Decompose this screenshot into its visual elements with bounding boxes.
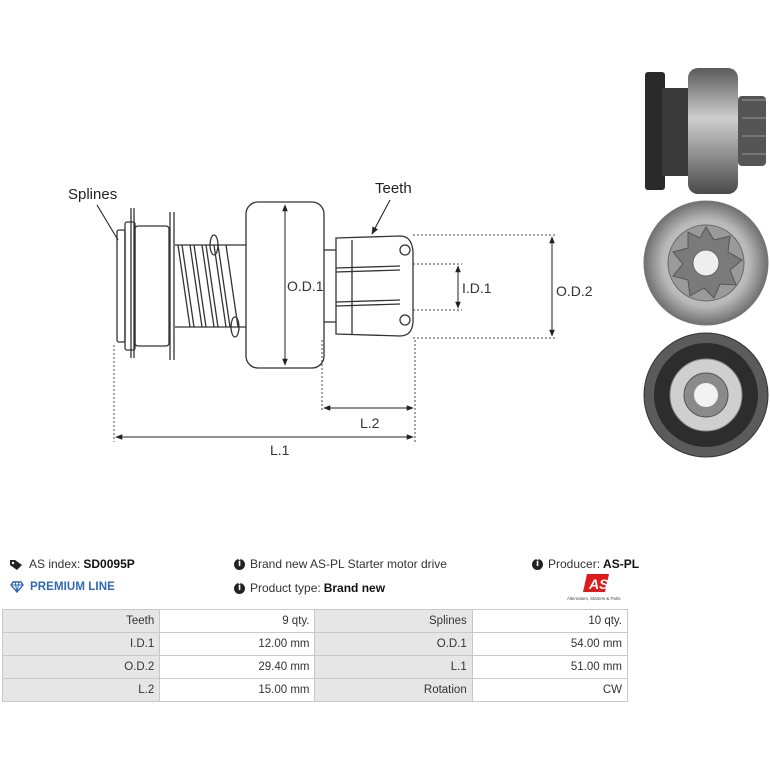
spec-key: L.1: [314, 655, 473, 679]
diamond-icon: [10, 581, 24, 593]
drive-outline: [116, 201, 414, 369]
teeth-leader: [371, 199, 391, 235]
spec-key: O.D.1: [314, 632, 473, 656]
spec-value: 51.00 mm: [471, 655, 629, 679]
photo-side-view: [645, 68, 766, 194]
spec-value: 15.00 mm: [159, 678, 316, 702]
spec-value: 54.00 mm: [471, 632, 629, 656]
product-type-label: Product type:: [250, 581, 321, 595]
premium-line-badge: PREMIUM LINE: [10, 581, 115, 593]
svg-text:Alternators, Starters & Parts: Alternators, Starters & Parts: [567, 596, 621, 601]
splines-label: Splines: [68, 186, 117, 203]
teeth-label: Teeth: [375, 180, 412, 197]
product-type: i Product type: Brand new: [234, 581, 385, 595]
spec-value: 9 qty.: [159, 609, 316, 633]
l2-label: L.2: [360, 415, 380, 431]
spec-value: 10 qty.: [471, 609, 629, 633]
product-type-value: Brand new: [323, 581, 386, 595]
od2-label: O.D.2: [556, 283, 593, 299]
as-index-label: AS index:: [29, 557, 81, 571]
producer-label: Producer:: [548, 557, 601, 571]
photo-back-view: [643, 332, 769, 458]
as-pl-logo: AS Alternators, Starters & Parts: [567, 574, 621, 601]
splines-leader: [96, 204, 119, 241]
spec-key: Teeth: [1, 609, 161, 633]
od1-label: O.D.1: [287, 278, 324, 294]
premium-line-text: PREMIUM LINE: [30, 581, 115, 593]
l1-label: L.1: [270, 442, 290, 458]
spec-value: 29.40 mm: [159, 655, 316, 679]
table-row: Teeth 9 qty. Splines 10 qty.: [1, 609, 629, 633]
info-icon: i: [234, 558, 245, 570]
spec-value: CW: [471, 678, 629, 702]
table-row: L.2 15.00 mm Rotation CW: [1, 678, 629, 702]
description-text: Brand new AS-PL Starter motor drive: [250, 557, 447, 571]
tag-icon: [10, 559, 22, 570]
spec-value: 12.00 mm: [159, 632, 316, 656]
as-index-value: SD0095P: [83, 557, 135, 571]
spec-key: I.D.1: [1, 632, 161, 656]
producer-value: AS-PL: [603, 557, 640, 571]
photo-front-view: [643, 200, 769, 326]
producer: i Producer: AS-PL: [532, 557, 639, 571]
table-row: I.D.1 12.00 mm O.D.1 54.00 mm: [1, 632, 629, 656]
spec-key: Rotation: [314, 678, 473, 702]
spec-key: O.D.2: [1, 655, 161, 679]
info-icon: i: [532, 558, 543, 570]
description: i Brand new AS-PL Starter motor drive: [234, 557, 447, 571]
spec-key: Splines: [314, 609, 473, 633]
as-index: AS index: SD0095P: [10, 557, 135, 571]
svg-text:AS: AS: [588, 576, 609, 592]
info-icon: i: [234, 582, 245, 594]
technical-drawing: Splines Teeth O.D.1 I.D.1 O.D.2 L.2 L.1: [68, 68, 769, 458]
spec-table: Teeth 9 qty. Splines 10 qty. I.D.1 12.00…: [1, 609, 629, 702]
id1-label: I.D.1: [462, 280, 492, 296]
spec-key: L.2: [1, 678, 161, 702]
table-row: O.D.2 29.40 mm L.1 51.00 mm: [1, 655, 629, 679]
